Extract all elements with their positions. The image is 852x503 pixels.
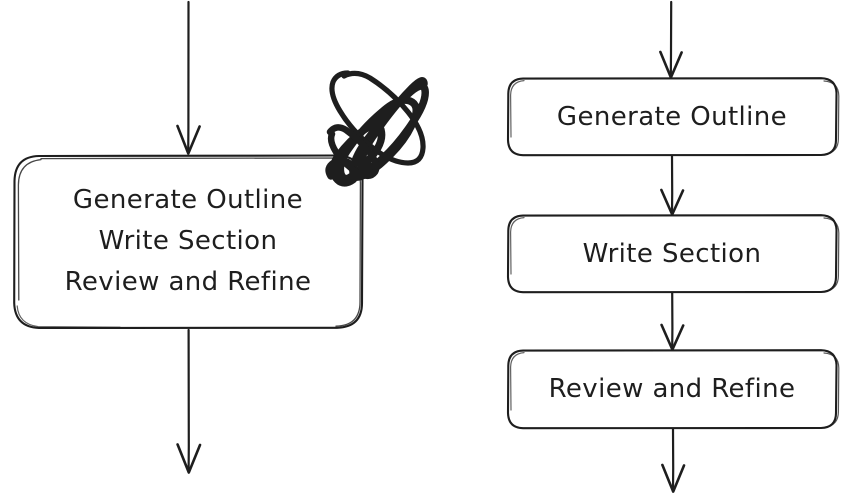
arrow-out-of-review-and-refine (661, 427, 686, 493)
sequential-node-group (506, 0, 840, 493)
arrow-write-section-to-review-and-refine (660, 291, 685, 351)
write-section-node[interactable] (506, 214, 840, 294)
generate-outline-node[interactable] (506, 77, 840, 157)
arrow-generate-outline-to-write-section (660, 154, 685, 216)
arrow-into-merged-node (176, 0, 201, 155)
arrow-out-of-merged-node (176, 328, 202, 474)
merged-node-group (13, 0, 429, 474)
merged-steps-node[interactable] (13, 154, 364, 330)
review-and-refine-node[interactable] (506, 349, 840, 430)
scribble-mark[interactable] (325, 70, 429, 187)
arrow-into-generate-outline (659, 0, 683, 79)
